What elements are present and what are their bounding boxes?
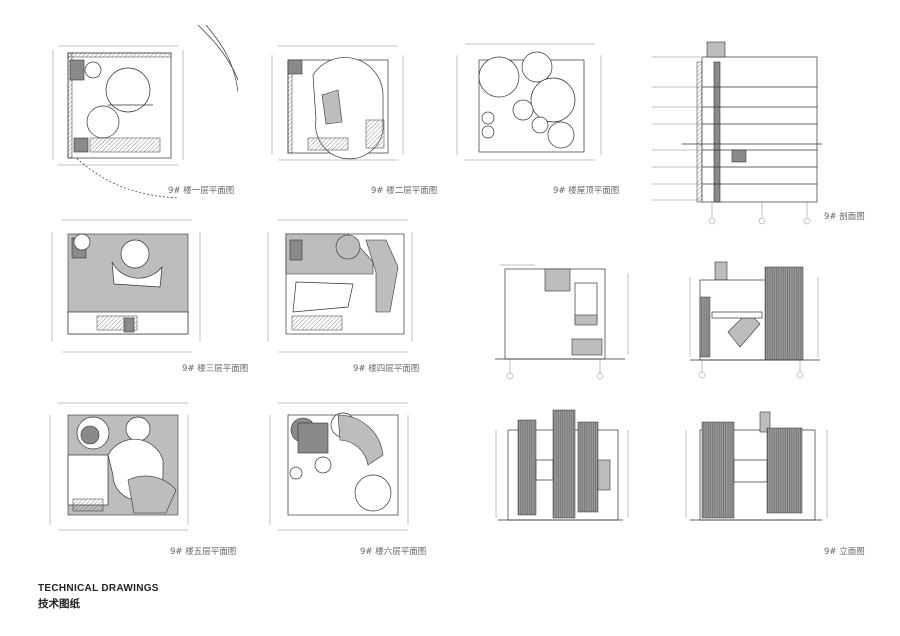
- elevation-2-drawing: [689, 261, 820, 379]
- caption: 9# 剖面图: [824, 212, 865, 222]
- footer-title-en: TECHNICAL DRAWINGS: [38, 583, 159, 594]
- caption: 9# 立面图: [824, 547, 865, 557]
- caption: 9# 楼一层平面图: [168, 186, 235, 196]
- elevation-1-drawing: [495, 264, 629, 380]
- section: 9# 剖面图: [652, 32, 865, 232]
- caption: 9# 楼屋顶平面图: [553, 186, 620, 196]
- plan-floor-1: 9# 楼一层平面图: [38, 20, 238, 200]
- caption: 9# 楼二层平面图: [371, 186, 438, 196]
- plan-floor-6-drawing: [269, 402, 409, 531]
- elevation-1: [480, 255, 640, 385]
- plan-floor-2: 9# 楼二层平面图: [258, 20, 437, 200]
- plan-roof: 9# 楼屋顶平面图: [445, 20, 619, 200]
- plan-floor-3-drawing: [51, 219, 201, 353]
- elevation-3-drawing: [495, 409, 629, 521]
- plan-floor-1-drawing: [52, 24, 238, 199]
- elevation-3: [478, 400, 638, 540]
- plan-floor-6: 9# 楼六层平面图: [258, 395, 438, 557]
- caption: 9# 楼四层平面图: [353, 364, 420, 374]
- elevation-2: [670, 252, 840, 387]
- caption: 9# 楼五层平面图: [170, 547, 237, 557]
- plan-floor-2-drawing: [271, 45, 404, 161]
- footer-title-cn: 技术图纸: [38, 598, 80, 610]
- plan-roof-drawing: [456, 43, 602, 161]
- plan-floor-4-drawing: [267, 219, 413, 353]
- elevation-4: 9# 立面图: [672, 400, 865, 557]
- caption: 9# 楼六层平面图: [360, 547, 427, 557]
- section-drawing: [652, 41, 822, 225]
- elevation-4-drawing: [685, 411, 828, 521]
- plan-floor-4: 9# 楼四层平面图: [258, 212, 438, 374]
- caption: 9# 楼三层平面图: [182, 364, 249, 374]
- plan-floor-5-drawing: [49, 402, 189, 531]
- plan-floor-3: 9# 楼三层平面图: [42, 212, 248, 374]
- plan-floor-5: 9# 楼五层平面图: [38, 395, 238, 557]
